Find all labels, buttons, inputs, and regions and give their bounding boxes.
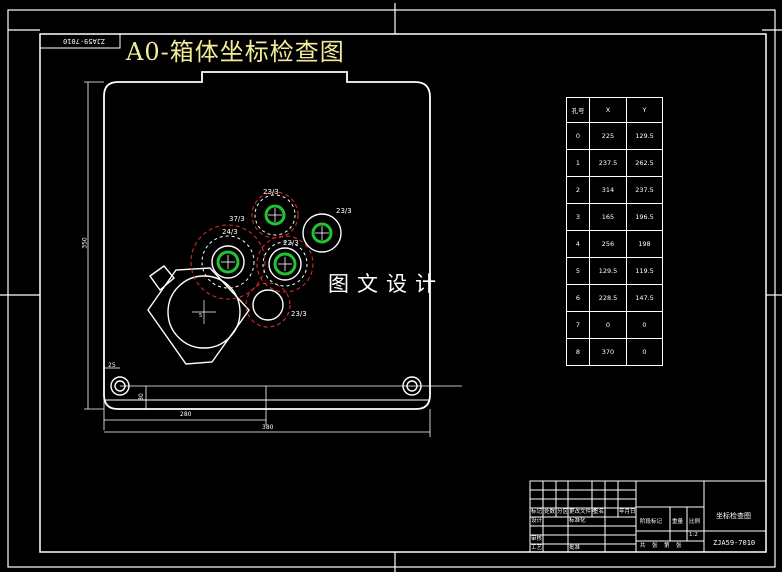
hole-label-37-3: 37/3 bbox=[229, 215, 245, 223]
inner-border bbox=[39, 33, 767, 553]
cell-x: 228.5 bbox=[589, 284, 627, 312]
cell-hole: 1 bbox=[566, 149, 590, 177]
centering-marks bbox=[0, 3, 782, 572]
dim-offset-30: 30 bbox=[137, 393, 145, 401]
dim-offset-25: 25 bbox=[108, 362, 116, 369]
tb-zone: 分区 bbox=[557, 509, 569, 515]
boss-label: 5 bbox=[199, 313, 203, 319]
hole-label-23-3-right: 23/3 bbox=[336, 207, 352, 215]
tb-mark: 标记 bbox=[531, 509, 543, 515]
cell-y: 119.5 bbox=[626, 257, 663, 285]
cell-hole: 0 bbox=[566, 122, 590, 150]
angled-boss bbox=[147, 265, 250, 365]
bolt-hole-left bbox=[110, 376, 130, 396]
header-x: X bbox=[589, 97, 627, 123]
tb-approve: 批准 bbox=[569, 545, 581, 551]
tb-total: 共 bbox=[640, 543, 646, 549]
dim-height-350: 350 bbox=[81, 237, 89, 249]
cell-x: 165 bbox=[589, 203, 627, 231]
cell-x: 129.5 bbox=[589, 257, 627, 285]
bolt-hole-right bbox=[402, 376, 422, 396]
tb-sheets-b: 张 bbox=[676, 543, 682, 549]
tb-date: 年月日 bbox=[619, 509, 636, 515]
stamp-box bbox=[39, 33, 121, 49]
cell-hole: 7 bbox=[566, 311, 590, 339]
center-crosses bbox=[221, 208, 329, 271]
cell-y: 198 bbox=[626, 230, 663, 258]
tb-sign: 签名 bbox=[593, 509, 605, 515]
tb-drawing-name: 坐标检查图 bbox=[716, 512, 751, 520]
tb-count: 处数 bbox=[544, 509, 556, 515]
cell-hole: 4 bbox=[566, 230, 590, 258]
hole-label-24-3: 24/3 bbox=[222, 228, 238, 236]
tb-change: 更改文件号 bbox=[569, 509, 597, 515]
cell-y: 196.5 bbox=[626, 203, 663, 231]
cell-x: 225 bbox=[589, 122, 627, 150]
tb-drawing-code: ZJA59-7010 bbox=[713, 539, 756, 547]
hole-label-23-3-low: 23/3 bbox=[291, 310, 307, 318]
cell-y: 237.5 bbox=[626, 176, 663, 204]
hole-label-23-3-top: 23/3 bbox=[263, 188, 279, 196]
cell-hole: 8 bbox=[566, 338, 590, 366]
cell-y: 129.5 bbox=[626, 122, 663, 150]
cell-hole: 2 bbox=[566, 176, 590, 204]
cell-x: 370 bbox=[589, 338, 627, 366]
cell-y: 262.5 bbox=[626, 149, 663, 177]
dim-width-280: 280 bbox=[180, 411, 192, 418]
cell-hole: 6 bbox=[566, 284, 590, 312]
housing-outline bbox=[103, 71, 431, 410]
header-hole-no: 孔号 bbox=[566, 97, 590, 123]
watermark-text: 图文设计 bbox=[328, 272, 444, 296]
tb-sheets-a: 张 bbox=[652, 543, 658, 549]
tb-stage: 阶段标记 bbox=[640, 519, 663, 525]
cell-y: 147.5 bbox=[626, 284, 663, 312]
pitch-circles bbox=[190, 191, 314, 300]
cell-x: 256 bbox=[589, 230, 627, 258]
tb-review: 审核 bbox=[531, 536, 543, 542]
hole-label-22-3: 22/3 bbox=[283, 239, 299, 247]
drawing-number-stamp: ZJA59-7010 bbox=[63, 37, 106, 45]
cell-hole: 3 bbox=[566, 203, 590, 231]
tb-weight: 重量 bbox=[672, 519, 684, 525]
tb-scale-value: 1:2 bbox=[689, 532, 698, 538]
table-header-row: 孔号 X Y bbox=[566, 97, 663, 123]
cell-x: 237.5 bbox=[589, 149, 627, 177]
header-y: Y bbox=[626, 97, 663, 123]
cell-hole: 5 bbox=[566, 257, 590, 285]
cell-y: 0 bbox=[626, 311, 663, 339]
outer-frame bbox=[7, 9, 776, 568]
drawing-title: A0-箱体坐标检查图 bbox=[126, 38, 345, 66]
hole-rings bbox=[216, 204, 333, 276]
tb-standard: 标准化 bbox=[569, 518, 586, 524]
tb-scale-label: 比例 bbox=[689, 519, 701, 525]
solid-bosses bbox=[211, 213, 342, 281]
small-boss bbox=[252, 289, 284, 321]
cell-x: 0 bbox=[589, 311, 627, 339]
tb-process: 工艺 bbox=[531, 545, 543, 551]
dim-width-380: 380 bbox=[262, 424, 274, 431]
dashed-outlines bbox=[201, 194, 308, 289]
dimension-lines bbox=[84, 81, 462, 437]
tb-no: 第 bbox=[664, 543, 670, 549]
tb-design: 设计 bbox=[531, 518, 543, 524]
title-block bbox=[529, 480, 767, 553]
red-dashed-small bbox=[245, 282, 291, 328]
cell-x: 314 bbox=[589, 176, 627, 204]
cell-y: 0 bbox=[626, 338, 663, 366]
